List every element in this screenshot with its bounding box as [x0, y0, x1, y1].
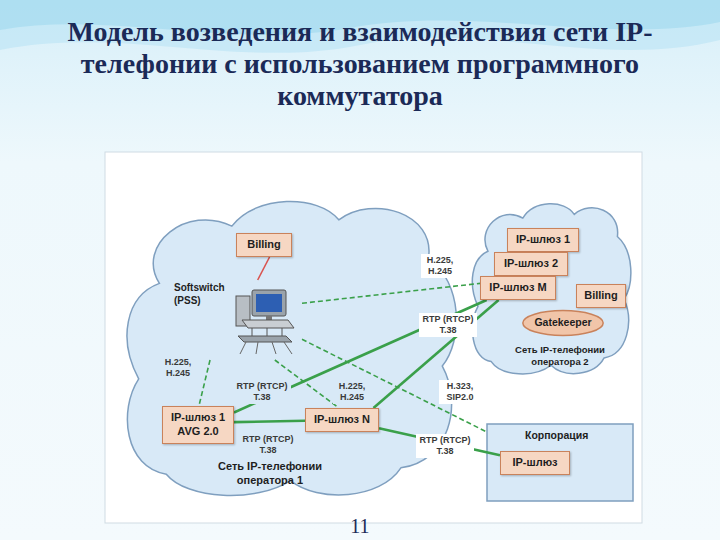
billing-link [258, 257, 270, 280]
gateway-box: Billing [236, 233, 292, 257]
signalling-link [199, 360, 210, 406]
box-label: IP-шлюз 1 AVG 2.0 [168, 411, 228, 439]
gateway-box: IP-шлюз 1 AVG 2.0 [162, 406, 234, 444]
box-label: IP-шлюз 2 [500, 257, 562, 271]
signalling-link [302, 283, 480, 303]
protocol-label: H.225, H.245 [159, 356, 197, 380]
protocol-label: RTP (RTCP) T.38 [419, 313, 477, 337]
softswitch-label: Softswitch (PSS) [174, 282, 230, 307]
gateway-box: IP-шлюз N [305, 408, 379, 432]
media-link [234, 300, 487, 412]
page-number: 11 [340, 516, 380, 536]
gateway-box: IP-шлюз [500, 451, 570, 475]
box-label: IP-шлюз M [486, 281, 550, 295]
protocol-label: H.323, SIP2.0 [439, 380, 481, 404]
gateway-box: IP-шлюз 1 [507, 228, 579, 252]
box-label: IP-шлюз [506, 456, 564, 470]
protocol-label: H.225, H.245 [421, 254, 459, 278]
slide-title: Модель возведения и взаимодействия сети … [10, 16, 710, 113]
computer-icon [222, 284, 302, 360]
network-name: Сеть IP-телефонии оператора 2 [505, 344, 615, 368]
corporation-box: КорпорацияIP-шлюз [487, 424, 633, 501]
network-name: Сеть IP-телефонии оператора 1 [205, 460, 335, 488]
protocol-label: H.225, H.245 [333, 380, 371, 404]
network-cloud: Сеть IP-телефонии оператора 1 BillingSoft… [118, 188, 463, 506]
signalling-link [302, 339, 487, 432]
box-label: IP-шлюз 1 [513, 233, 573, 247]
protocol-label: RTP (RTCP) T.38 [416, 434, 474, 458]
box-label: Billing [582, 289, 620, 303]
box-label: Billing [242, 238, 286, 252]
gateway-box: IP-шлюз M [480, 276, 556, 300]
media-link [373, 300, 498, 408]
gateway-box: IP-шлюз 2 [494, 252, 568, 276]
softswitch-node: Softswitch (PSS) [172, 280, 302, 360]
protocol-label: RTP (RTCP) T.38 [233, 380, 291, 404]
box-label: IP-шлюз N [311, 413, 373, 427]
gateway-box: Billing [576, 284, 626, 308]
gatekeeper-label: Gatekeeper [534, 316, 591, 329]
gatekeeper-ellipse: Gatekeeper [522, 310, 604, 336]
network-cloud: Сеть IP-телефонии оператора 2 IP-шлюз 1 IP… [468, 196, 634, 380]
media-link [234, 421, 305, 422]
box-heading: Корпорация [525, 429, 588, 442]
protocol-label: RTP (RTCP) T.38 [239, 433, 297, 457]
